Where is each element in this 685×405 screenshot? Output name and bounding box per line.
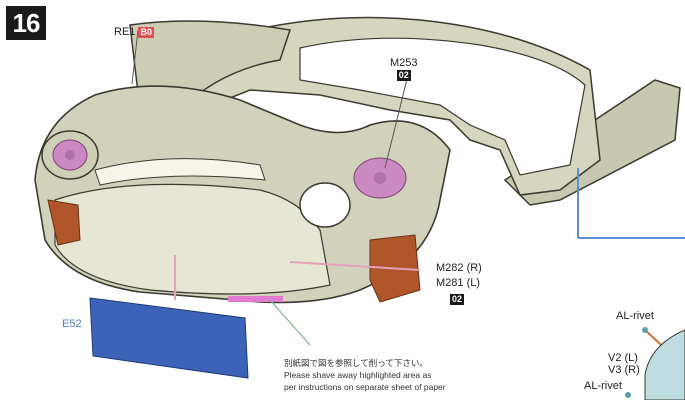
v3-label: V3 (R) — [608, 364, 640, 376]
instruction-note: 別紙図で図を参照して削って下さい。 Please shave away high… — [284, 357, 514, 393]
e52-label: E52 — [62, 318, 82, 330]
v2-label: V2 (L) — [608, 352, 638, 364]
cockpit-opening — [299, 37, 586, 176]
m281-code-wrap: 02 — [450, 293, 465, 305]
m253-label: M253 02 — [390, 57, 418, 81]
note-jp: 別紙図で図を参照して削って下さい。 — [284, 358, 428, 368]
m281-code: 02 — [450, 294, 465, 305]
al-rivet-label-top: AL-rivet — [616, 310, 654, 322]
m253-code: 02 — [396, 70, 411, 81]
right-headlight-opening — [299, 182, 351, 228]
nose-lower — [54, 183, 331, 295]
left-brown-part — [47, 199, 81, 246]
note-en-2: per instructions on separate sheet of pa… — [284, 382, 446, 392]
m282-label: M282 (R) — [436, 262, 482, 274]
highlight-area — [228, 296, 283, 302]
step-number: 16 — [6, 6, 46, 40]
note-en-1: Please shave away highlighted area as — [284, 370, 432, 380]
m281-label: M281 (L) — [436, 277, 481, 289]
al-rivet-label-bottom: AL-rivet — [584, 380, 622, 392]
grille-opening — [94, 158, 266, 186]
wheel-edge — [644, 329, 685, 401]
e52-part — [89, 297, 249, 379]
re1-code: B0 — [138, 27, 154, 38]
re1-label: RE1 B0 — [114, 26, 154, 38]
